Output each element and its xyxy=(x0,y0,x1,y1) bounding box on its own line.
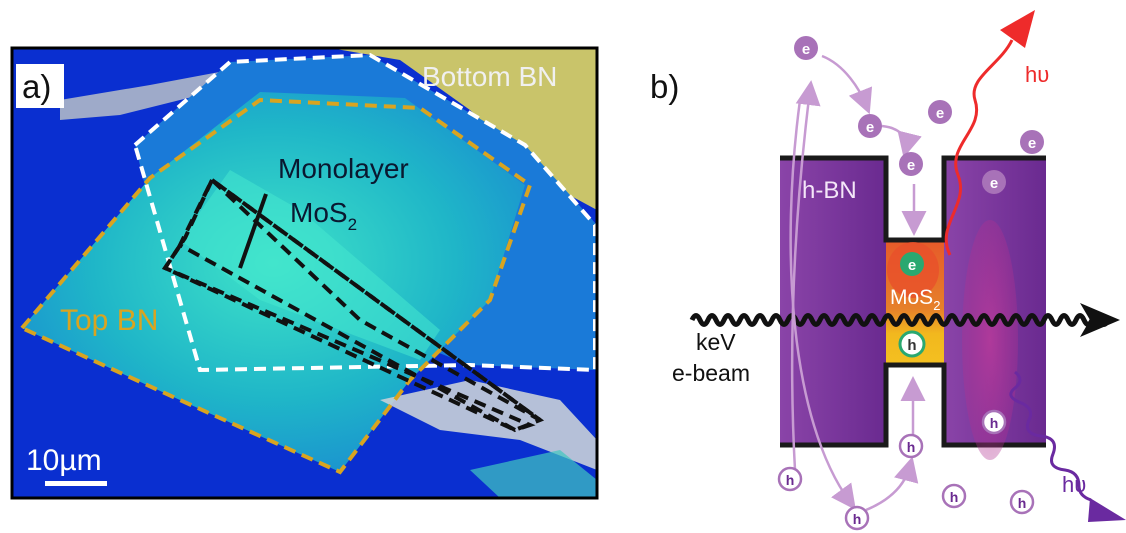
svg-text:h: h xyxy=(907,337,916,354)
teal-streak-bottom xyxy=(470,450,597,498)
electron-path-2 xyxy=(881,124,922,158)
hole-path-2 xyxy=(865,456,919,512)
hbn-label: h-BN xyxy=(802,177,857,204)
monolayer-label: Monolayer xyxy=(278,153,409,184)
mos2-label-a: MoS2 xyxy=(290,197,357,234)
scale-bar xyxy=(45,481,107,486)
hv-top-label: hυ xyxy=(1025,62,1049,87)
hole: h xyxy=(777,466,803,492)
electrons: e e e e e e e xyxy=(794,36,1044,276)
svg-text:e: e xyxy=(802,41,810,58)
photon-top-arrowhead xyxy=(1000,10,1035,48)
electron-path-1 xyxy=(821,54,873,115)
electron-in-mos2: e xyxy=(900,252,924,276)
hole: h xyxy=(941,483,967,509)
micrograph xyxy=(12,48,597,498)
electron: e xyxy=(858,114,882,138)
svg-text:h: h xyxy=(907,439,916,455)
photon-bottom xyxy=(1009,370,1092,502)
hv-bottom-label: hυ xyxy=(1062,472,1086,497)
hole-path-4 xyxy=(789,99,856,511)
panel-a: a) Bottom BN Monolayer MoS2 Top BN 10µm xyxy=(10,46,599,500)
monolayer-pointer xyxy=(238,193,268,269)
monolayer-region xyxy=(180,170,440,360)
bottom-bn-outline xyxy=(132,52,597,373)
top-bn-outline xyxy=(20,97,533,475)
svg-text:h: h xyxy=(786,472,795,488)
hole: h xyxy=(898,433,924,459)
holes: h h h h h h h xyxy=(777,330,1035,531)
ebeam-label: e-beam xyxy=(672,360,750,386)
kev-label: keV xyxy=(696,329,736,355)
electron: e xyxy=(899,152,923,176)
exciton-cloud xyxy=(962,220,1018,460)
monolayer-outline-2 xyxy=(162,178,545,433)
electron: e xyxy=(794,36,818,60)
svg-text:e: e xyxy=(1028,135,1036,152)
photon-top xyxy=(944,39,1014,256)
panel-b: b) h-BN MoS2 keV e-beam hυ hυ xyxy=(650,10,1126,531)
grey-streak-bottom xyxy=(380,380,597,470)
ebeam-arrowhead xyxy=(1080,303,1120,337)
electron: e xyxy=(1020,130,1044,154)
grey-streak-top xyxy=(60,70,230,120)
hole: h xyxy=(1009,489,1035,515)
hbn-outline xyxy=(780,155,1046,448)
mos2-label-b: MoS2 xyxy=(890,286,940,313)
hole: h xyxy=(844,505,870,531)
svg-text:h: h xyxy=(990,415,999,431)
photon-bottom-arrowhead xyxy=(1088,498,1126,522)
bottom-gap xyxy=(886,365,944,445)
svg-text:e: e xyxy=(936,105,944,122)
bottom-bn-region xyxy=(330,48,597,210)
bottom-bn-label: Bottom BN xyxy=(422,61,557,92)
svg-text:e: e xyxy=(907,157,915,174)
scale-bar-label: 10µm xyxy=(26,444,102,477)
svg-text:e: e xyxy=(990,175,998,192)
svg-text:e: e xyxy=(908,257,916,274)
svg-text:h: h xyxy=(853,511,862,527)
top-bn-label: Top BN xyxy=(60,304,158,337)
micrograph-frame xyxy=(10,46,599,500)
label-a-box xyxy=(16,64,64,108)
hole: h xyxy=(981,409,1007,435)
electron: e xyxy=(982,170,1006,194)
panel-a-label: a) xyxy=(22,68,51,105)
svg-text:e: e xyxy=(866,119,874,136)
ebeam-wave xyxy=(689,313,1111,327)
svg-text:h: h xyxy=(1018,495,1027,511)
panel-b-label: b) xyxy=(650,68,679,105)
electron: e xyxy=(928,100,952,124)
svg-text:h: h xyxy=(950,489,959,505)
hole-in-mos2: h xyxy=(898,330,926,358)
